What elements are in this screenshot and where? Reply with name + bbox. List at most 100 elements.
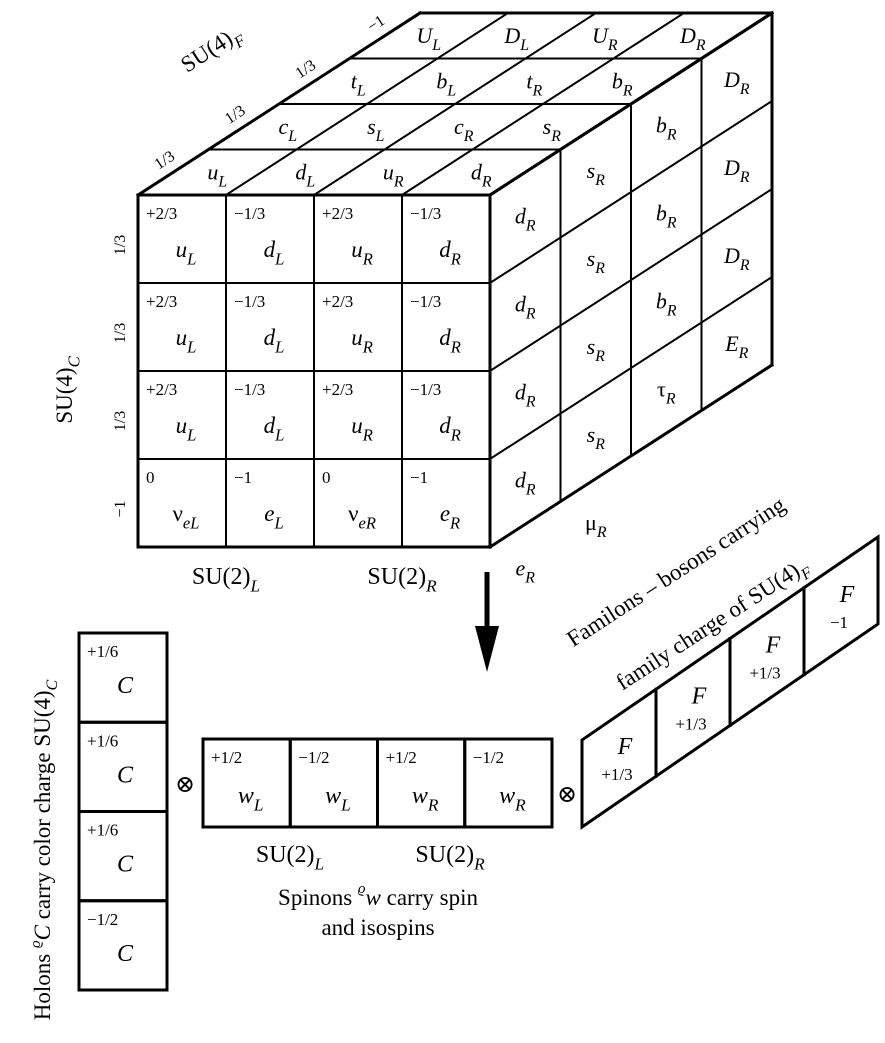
particle-symbol: d	[439, 325, 451, 350]
side-cell-particle: eR	[516, 555, 536, 586]
spinons-caption-line2: and isospins	[321, 915, 434, 940]
front-cell-particle: uR	[351, 325, 373, 356]
particle-symbol: μ	[585, 510, 597, 535]
top-cell-particle: cR	[454, 114, 474, 145]
particle-subscript: L	[186, 425, 196, 444]
top-cell-particle: tL	[351, 68, 366, 99]
front-cell-particle: eL	[264, 501, 283, 532]
front-cell-charge: −1/3	[234, 380, 265, 399]
particle-subscript: R	[665, 390, 676, 407]
side-grid-row-line	[487, 10, 775, 198]
su2-right-label: SU(2)R	[367, 564, 437, 596]
holon-charge: +1/6	[87, 821, 118, 840]
spinon-su2-left-label: SU(2)L	[256, 842, 324, 874]
caption-text: Spinons	[278, 885, 358, 910]
particle-subscript: R	[362, 249, 373, 268]
caption-group: SU(4)	[743, 558, 804, 610]
particle-symbol: s	[587, 246, 596, 271]
particle-symbol: u	[207, 159, 218, 184]
front-cell-charge: +2/3	[146, 292, 177, 311]
side-cell-particle: DR	[723, 243, 750, 274]
spinon-charge: +1/2	[386, 748, 417, 767]
particle-symbol: u	[351, 325, 363, 350]
particle-subscript: R	[738, 345, 749, 362]
front-cell-charge: −1/3	[410, 292, 441, 311]
particle-symbol: s	[587, 422, 596, 447]
particle-subscript: R	[739, 257, 750, 274]
top-cell-particle: tR	[526, 68, 542, 99]
color-row-charge: 1/3	[112, 235, 129, 255]
top-cell-particle: sR	[543, 114, 562, 145]
particle-symbol: τ	[657, 376, 666, 401]
front-cell-charge: +2/3	[146, 380, 177, 399]
top-grid-column-line	[135, 10, 423, 198]
top-cell-particle: DR	[679, 23, 706, 54]
side-cell-particle: sR	[587, 422, 606, 453]
family-row-charge: 1/3	[293, 57, 319, 82]
color-row-charge: 1/3	[112, 323, 129, 343]
group-subscript: L	[250, 577, 261, 596]
particle-symbol: b	[656, 200, 667, 225]
particle-subscript: R	[550, 128, 561, 145]
caption-symbol: w	[366, 885, 382, 910]
front-cell-particle: dR	[439, 325, 461, 356]
top-cell-particle: bL	[436, 68, 456, 99]
particle-subscript: L	[274, 337, 284, 356]
particle-subscript: L	[274, 513, 284, 532]
front-cell-particle: uR	[351, 413, 373, 444]
caption-text: Holons	[30, 948, 55, 1020]
particle-subscript: R	[607, 37, 618, 54]
holon-cell	[77, 899, 169, 992]
particle-subscript: L	[431, 37, 441, 54]
particle-symbol: e	[264, 501, 274, 526]
front-cell-charge: −1	[234, 468, 252, 487]
front-cell-charge: +2/3	[146, 204, 177, 223]
front-cell-charge: +2/3	[322, 380, 353, 399]
particle-subscript: R	[739, 169, 750, 186]
holon-symbol: C	[117, 762, 134, 788]
particle-symbol: u	[351, 413, 363, 438]
familon-strip-outline	[580, 534, 880, 830]
caption-text: carry color charge SU(4)	[30, 690, 55, 925]
particle-symbol: D	[723, 155, 740, 180]
particle-subscript: R	[739, 81, 750, 98]
particle-subscript: L	[519, 37, 529, 54]
particle-symbol: d	[515, 467, 527, 492]
side-cell-particle: dR	[515, 379, 536, 410]
group-name: SU(2)	[367, 564, 426, 590]
particle-symbol: d	[295, 159, 307, 184]
particle-subscript: R	[531, 82, 542, 99]
particle-subscript: R	[463, 128, 474, 145]
spinon-symbol: wL	[238, 783, 264, 815]
particle-subscript: L	[274, 249, 284, 268]
side-grid-row-line	[488, 187, 774, 373]
side-cell-particle: dR	[515, 291, 536, 322]
front-cell-particle: uR	[351, 237, 373, 268]
particle-subscript: R	[362, 425, 373, 444]
particle-subscript: eL	[183, 513, 200, 532]
particle-subscript: R	[596, 524, 607, 541]
holons-caption: Holons ϱC carry color charge SU(4)C	[28, 679, 61, 1020]
particle-symbol: s	[543, 114, 552, 139]
particle-subscript: R	[525, 305, 536, 322]
particle-subscript: R	[524, 569, 535, 586]
particle-symbol: s	[367, 114, 376, 139]
group-subscript: L	[314, 855, 325, 874]
spinon-charge: +1/2	[211, 748, 242, 767]
familon-symbol: F	[617, 734, 633, 760]
particle-symbol: b	[656, 288, 667, 313]
particle-subscript: L	[217, 173, 227, 190]
tensor-product-symbol: ⊗	[557, 782, 577, 808]
familon-charge: +1/3	[675, 714, 706, 733]
top-cell-particle: uR	[383, 159, 404, 190]
family-row-charge: 1/3	[152, 148, 178, 173]
particle-subscript: L	[446, 82, 456, 99]
particle-symbol: t	[351, 68, 358, 93]
caption-superscript: ϱ	[28, 940, 44, 948]
front-cell-charge: −1/3	[234, 292, 265, 311]
holon-symbol: C	[117, 852, 134, 878]
particle-symbol: d	[264, 325, 276, 350]
spinon-symbol: wR	[412, 783, 439, 815]
